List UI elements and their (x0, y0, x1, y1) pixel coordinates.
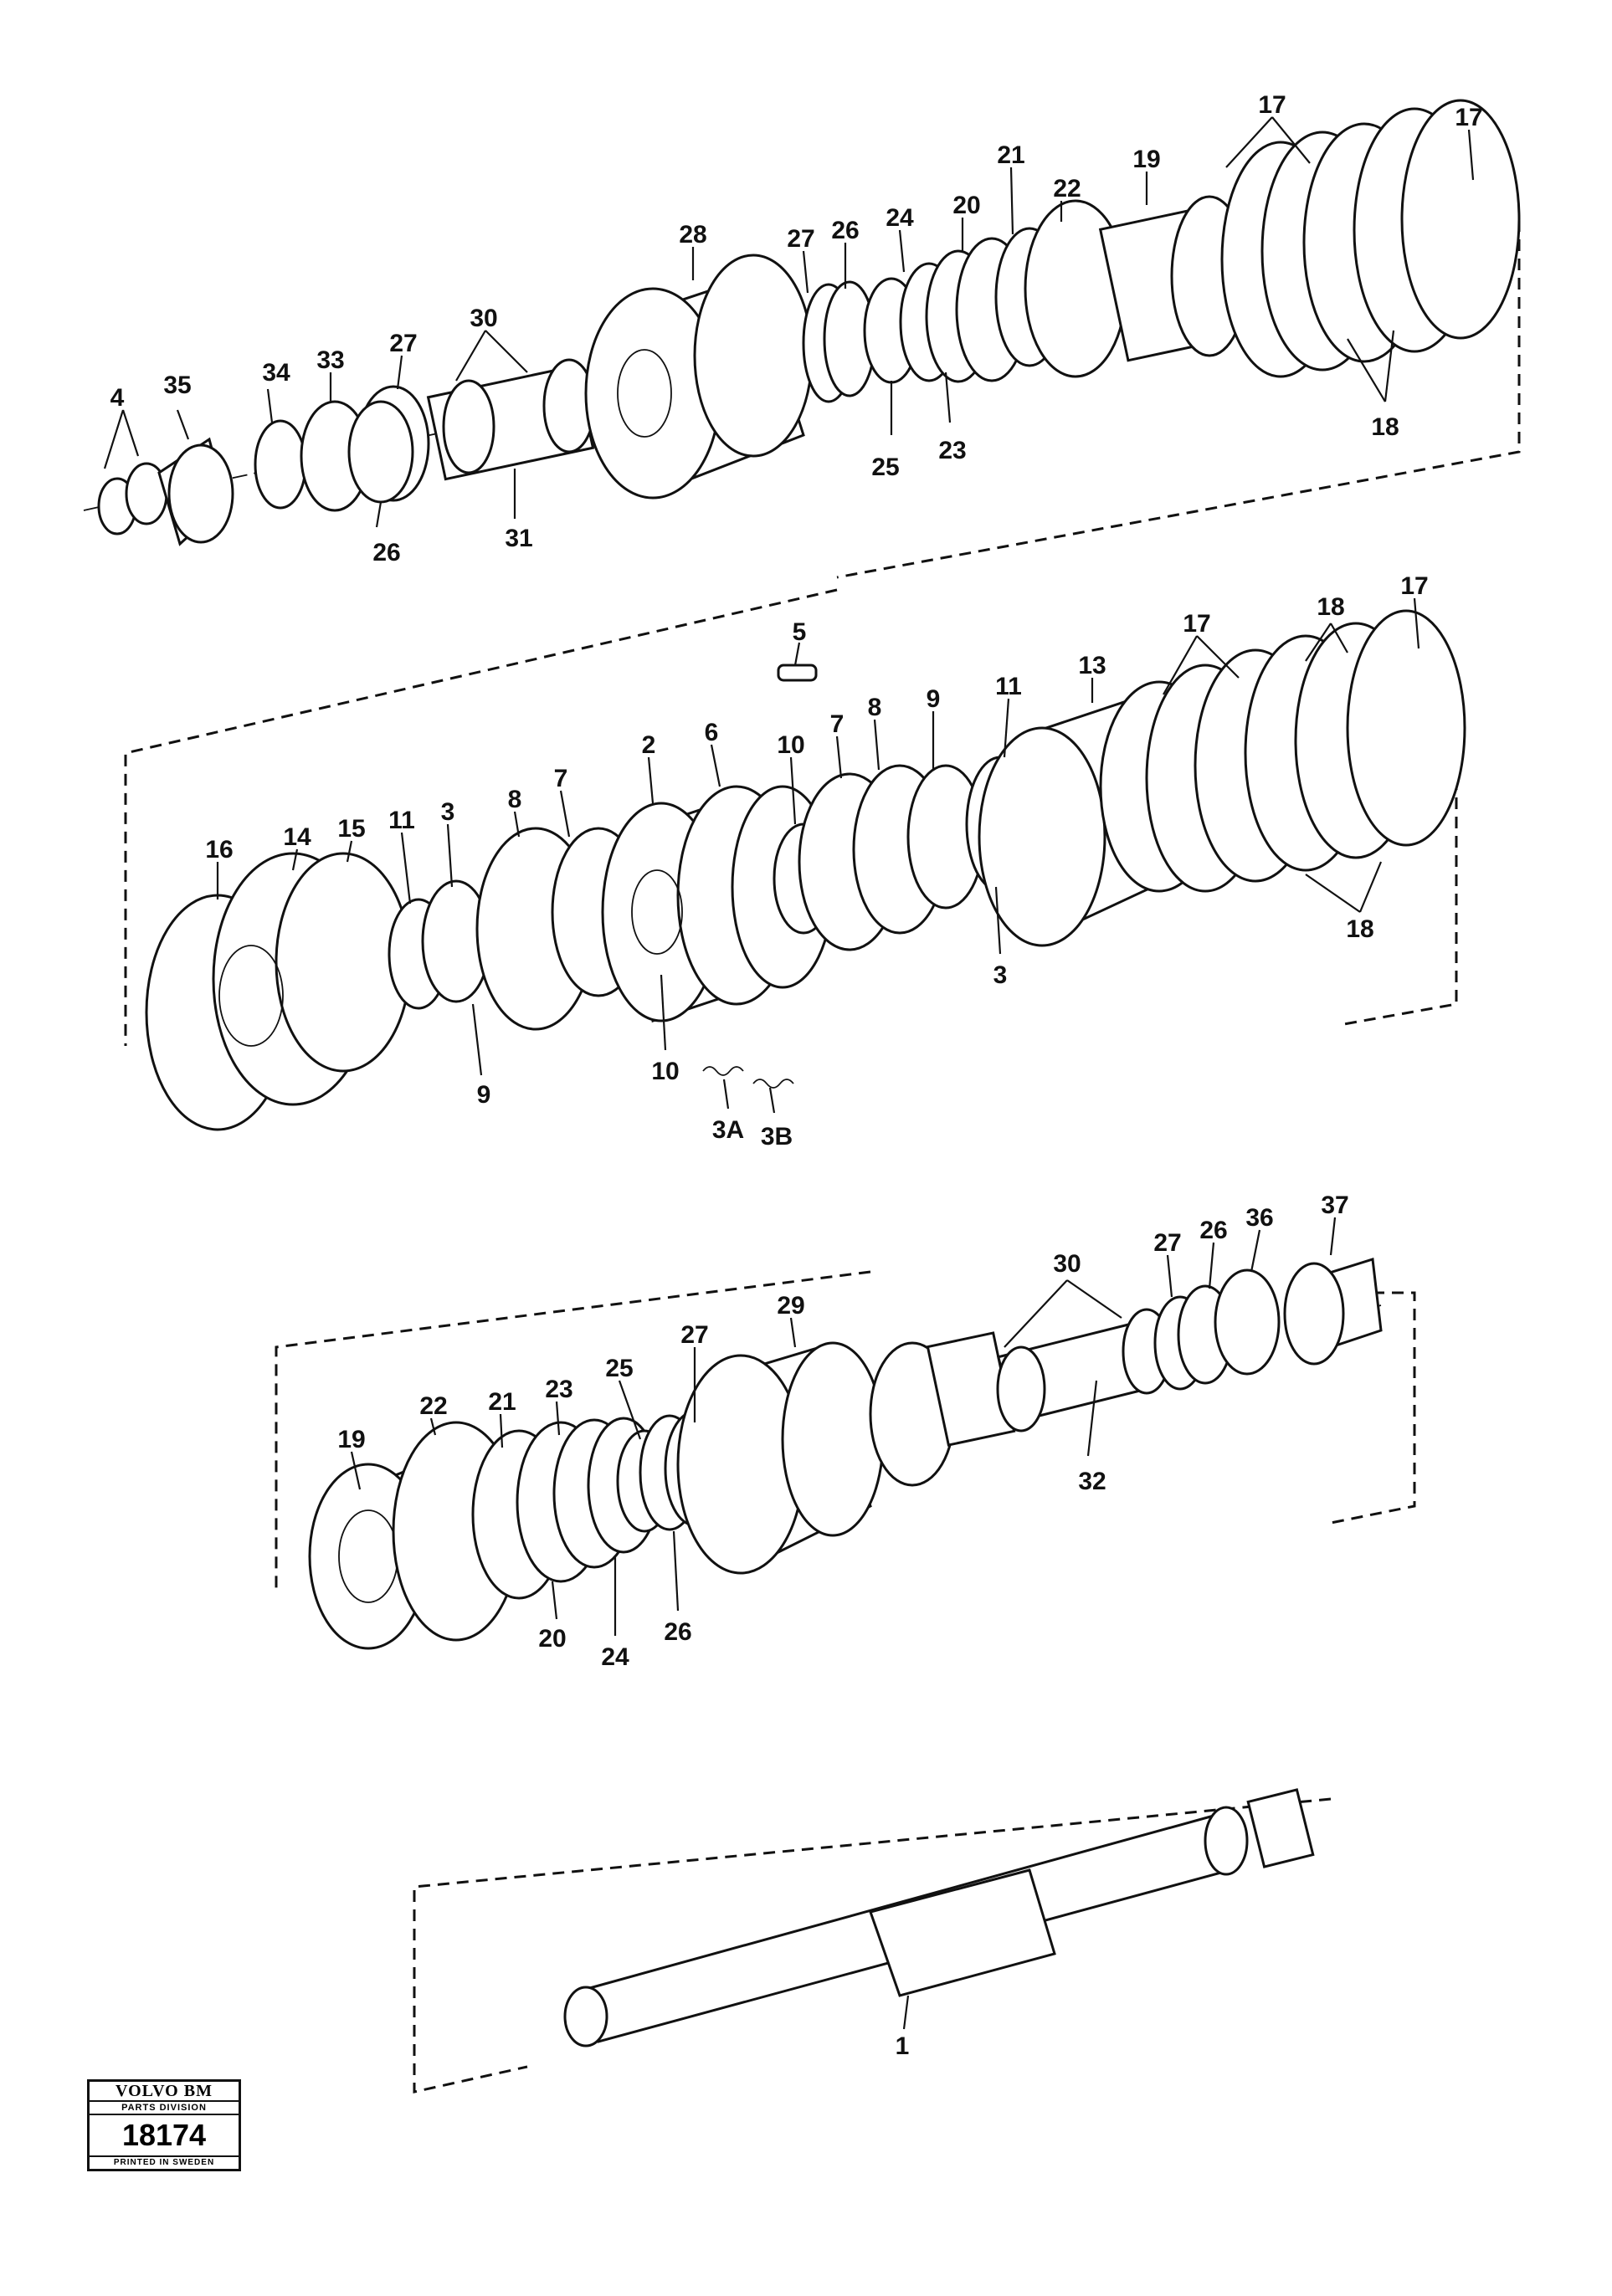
part-28-gear-hub (584, 254, 814, 500)
label-18: 18 (1317, 593, 1344, 621)
label-17: 17 (1455, 104, 1482, 131)
label-22: 22 (1053, 175, 1081, 202)
label-26: 26 (664, 1618, 691, 1646)
label-8: 8 (868, 694, 882, 721)
label-37: 37 (1321, 1192, 1348, 1219)
part-1-main-shaft (563, 1788, 1315, 2047)
label-13: 13 (1078, 652, 1106, 679)
part-17-18-clutch-discs (1220, 99, 1521, 378)
label-15: 15 (337, 815, 365, 843)
badge-division: PARTS DIVISION (90, 2102, 239, 2115)
part-35-bearing (157, 437, 234, 546)
part-30-31-bearing-sleeve (426, 358, 596, 481)
label-17: 17 (1400, 572, 1428, 600)
label-22: 22 (419, 1392, 447, 1420)
label-25: 25 (605, 1355, 633, 1382)
label-17: 17 (1258, 91, 1286, 119)
label-27: 27 (389, 330, 417, 357)
label-3: 3 (993, 961, 1008, 989)
label-18: 18 (1371, 413, 1399, 441)
label-27: 27 (1153, 1229, 1181, 1257)
label-23: 23 (545, 1376, 572, 1403)
label-31: 31 (505, 525, 532, 552)
label-26: 26 (372, 539, 400, 566)
top-assembly-group: 4 35 34 33 27 26 30 31 28 27 26 25 24 23… (83, 91, 1521, 579)
part-26-needle-bearing (347, 400, 414, 504)
label-20: 20 (538, 1625, 566, 1653)
label-26: 26 (1199, 1217, 1227, 1244)
label-10: 10 (777, 731, 804, 759)
label-23: 23 (938, 437, 966, 464)
label-35: 35 (163, 372, 191, 399)
label-25: 25 (871, 454, 899, 481)
middle-assembly-group: 5 16 14 15 11 3 8 7 2 6 10 7 8 9 11 13 1… (124, 572, 1466, 1151)
label-1: 1 (896, 2032, 910, 2060)
part-gear-hub-lower (869, 1331, 1016, 1487)
label-7: 7 (554, 765, 568, 792)
label-8: 8 (508, 786, 522, 813)
label-16: 16 (205, 836, 233, 864)
badge-number: 18174 (90, 2115, 239, 2157)
label-33: 33 (316, 346, 344, 374)
shaft-group: 1 (413, 1788, 1332, 2094)
label-24: 24 (886, 204, 914, 232)
label-11: 11 (388, 807, 415, 834)
badge-brand: VOLVO BM (90, 2082, 239, 2102)
label-19: 19 (337, 1426, 365, 1453)
part-36-ring (1214, 1268, 1281, 1376)
label-3A: 3A (712, 1116, 744, 1144)
label-32: 32 (1078, 1468, 1106, 1495)
label-10: 10 (651, 1058, 679, 1085)
label-29: 29 (777, 1292, 804, 1320)
part-34-snap-ring (254, 419, 307, 510)
label-27: 27 (680, 1321, 708, 1349)
part-37-bearing (1283, 1258, 1383, 1366)
label-7: 7 (830, 710, 845, 738)
label-20: 20 (952, 192, 980, 219)
part-4-sleeve (97, 462, 168, 536)
label-4: 4 (110, 384, 125, 412)
part-3A-spring (702, 1066, 744, 1076)
label-11: 11 (995, 673, 1022, 700)
lower-assembly-group: 19 22 21 23 25 27 29 30 27 26 36 37 32 2… (275, 1192, 1416, 1671)
label-14: 14 (283, 823, 311, 851)
label-3B: 3B (761, 1123, 793, 1151)
label-30: 30 (470, 305, 497, 332)
catalog-badge: VOLVO BM PARTS DIVISION 18174 PRINTED IN… (87, 2079, 241, 2171)
part-29-drum (676, 1341, 885, 1575)
part-3B-spring (752, 1079, 794, 1089)
part-5-plug (777, 664, 818, 682)
label-21: 21 (488, 1388, 516, 1416)
label-5: 5 (793, 618, 807, 646)
label-9: 9 (477, 1081, 491, 1109)
part-17-18-clutch-discs-b (1145, 609, 1466, 893)
label-24: 24 (601, 1643, 629, 1671)
label-18: 18 (1346, 915, 1373, 943)
part-14-15-piston (212, 852, 412, 1106)
label-28: 28 (679, 221, 706, 249)
badge-printed: PRINTED IN SWEDEN (113, 2158, 215, 2167)
label-26: 26 (831, 217, 859, 244)
label-6: 6 (705, 719, 719, 746)
label-30: 30 (1053, 1250, 1081, 1278)
label-34: 34 (262, 359, 290, 387)
label-2: 2 (642, 731, 656, 759)
label-17: 17 (1183, 610, 1210, 638)
label-3: 3 (441, 798, 455, 826)
label-21: 21 (997, 141, 1024, 169)
label-36: 36 (1245, 1204, 1273, 1232)
label-27: 27 (787, 225, 814, 253)
label-9: 9 (927, 685, 941, 713)
label-19: 19 (1132, 146, 1160, 173)
